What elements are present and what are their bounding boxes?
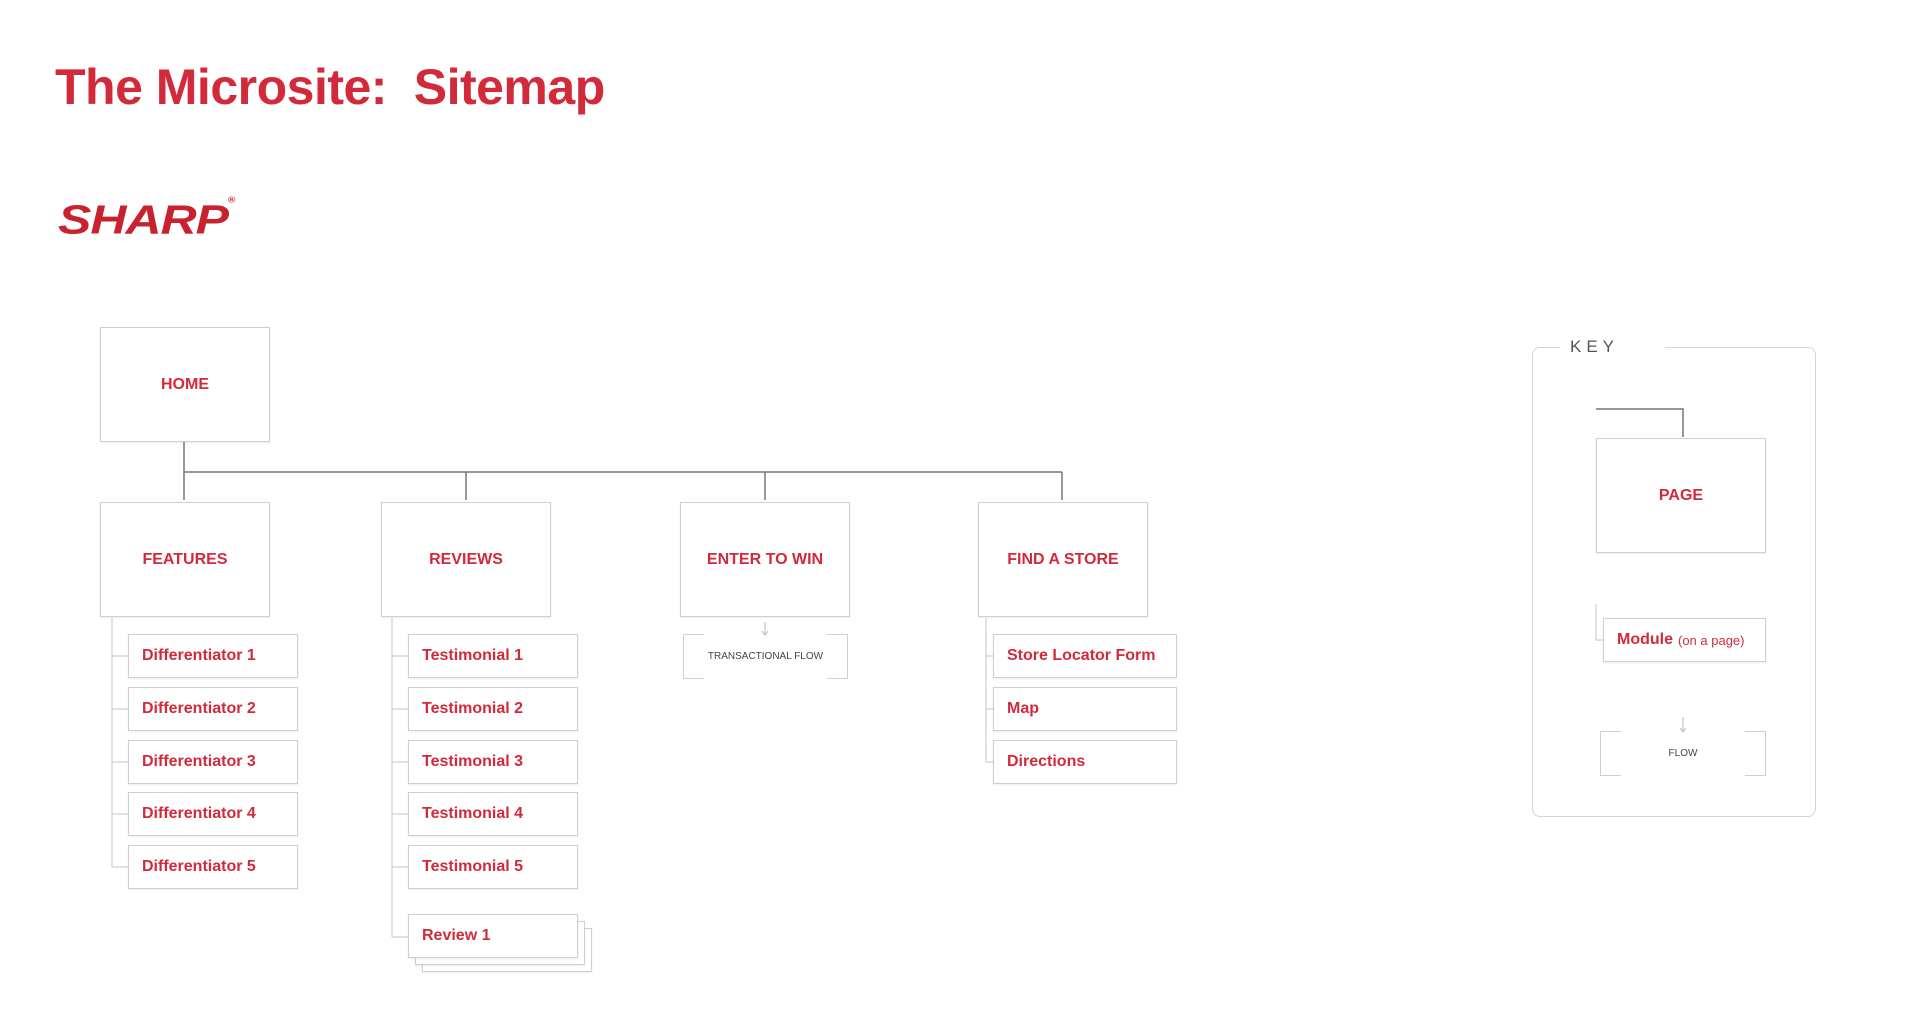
module-testimonial-2[interactable]: Testimonial 2 [408,687,578,731]
page-reviews[interactable]: REVIEWS [381,502,551,617]
page-enter-to-win[interactable]: ENTER TO WIN [680,502,850,617]
sharp-logo: SHARP® [58,196,235,243]
module-testimonial-3[interactable]: Testimonial 3 [408,740,578,784]
module-store-locator-form[interactable]: Store Locator Form [993,634,1177,678]
module-directions[interactable]: Directions [993,740,1177,784]
key-flow-example: FLOW [1600,731,1766,776]
page-home[interactable]: HOME [100,327,270,442]
page-label: HOME [161,375,209,393]
page-title: The Microsite: Sitemap [55,59,605,115]
flow-transactional[interactable]: TRANSACTIONAL FLOW [683,634,848,679]
key-panel [1532,347,1816,817]
key-title: KEY [1560,337,1665,357]
page-label: ENTER TO WIN [706,550,824,568]
page-label: FIND A STORE [1007,550,1119,568]
module-testimonial-1[interactable]: Testimonial 1 [408,634,578,678]
key-page-example: PAGE [1596,438,1766,553]
flow-bracket-right [1745,731,1766,776]
page-label: REVIEWS [429,550,503,568]
module-map[interactable]: Map [993,687,1177,731]
flow-bracket-right [827,634,848,679]
flow-label: FLOW [1668,748,1698,759]
flow-bracket-left [683,634,704,679]
module-differentiator-1[interactable]: Differentiator 1 [128,634,298,678]
page-label: PAGE [1658,486,1704,504]
module-differentiator-2[interactable]: Differentiator 2 [128,687,298,731]
module-testimonial-4[interactable]: Testimonial 4 [408,792,578,836]
page-features[interactable]: FEATURES [100,502,270,617]
flow-label: TRANSACTIONAL FLOW [707,651,824,662]
page-label: FEATURES [142,550,228,568]
module-testimonial-5[interactable]: Testimonial 5 [408,845,578,889]
page-find-a-store[interactable]: FIND A STORE [978,502,1148,617]
key-module-example: Module(on a page) [1603,618,1766,662]
module-differentiator-4[interactable]: Differentiator 4 [128,792,298,836]
flow-bracket-left [1600,731,1621,776]
module-differentiator-5[interactable]: Differentiator 5 [128,845,298,889]
module-review-1[interactable]: Review 1 [408,914,578,958]
module-differentiator-3[interactable]: Differentiator 3 [128,740,298,784]
